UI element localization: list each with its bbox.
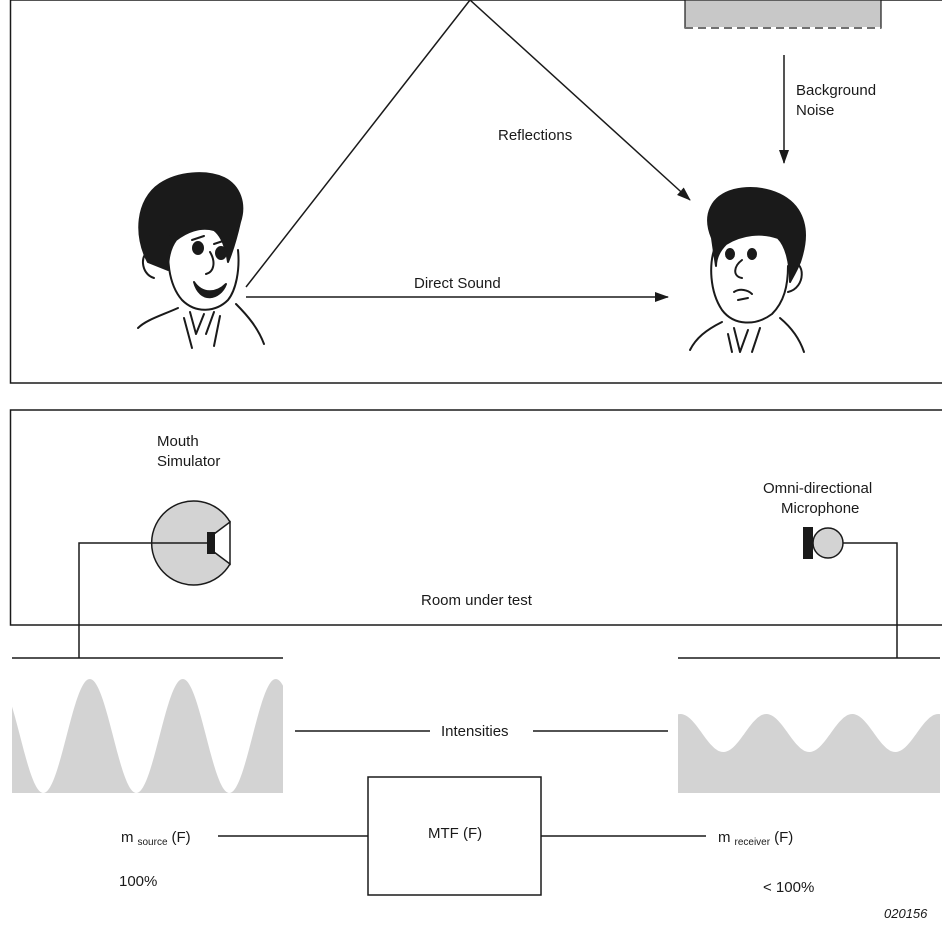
mtf-label: MTF (F) xyxy=(428,825,482,842)
bottom-panel: Mouth Simulator Omni-directional Microph… xyxy=(9,409,942,658)
receiver-cable xyxy=(843,542,898,658)
background-noise-label: Background Noise xyxy=(796,82,880,119)
speaker-person-icon xyxy=(137,172,265,349)
reflection-path-down xyxy=(469,0,691,201)
listener-person-icon xyxy=(689,187,806,353)
mouth-simulator-label: Mouth Simulator xyxy=(157,433,220,470)
receiver-intensity-wave xyxy=(678,714,940,793)
mtf-box xyxy=(367,776,542,896)
top-room-frame xyxy=(9,0,942,384)
source-percent: 100% xyxy=(119,873,157,890)
source-cable xyxy=(78,542,207,658)
noise-source xyxy=(684,0,882,29)
microphone-label: Omni-directional Microphone xyxy=(763,480,876,517)
reflection-path-up xyxy=(245,0,471,288)
top-panel: Background Noise Reflections Direct Soun… xyxy=(9,0,942,384)
receiver-percent: < 100% xyxy=(763,879,814,896)
room-under-test-label: Room under test xyxy=(421,592,533,609)
microphone-icon xyxy=(803,527,844,559)
room-under-test-frame xyxy=(9,409,942,626)
direct-sound-label: Direct Sound xyxy=(414,275,501,292)
intensities-label: Intensities xyxy=(441,723,509,740)
figure-id: 020156 xyxy=(884,906,928,921)
source-intensity-wave xyxy=(12,679,283,793)
reflections-label: Reflections xyxy=(498,127,572,144)
